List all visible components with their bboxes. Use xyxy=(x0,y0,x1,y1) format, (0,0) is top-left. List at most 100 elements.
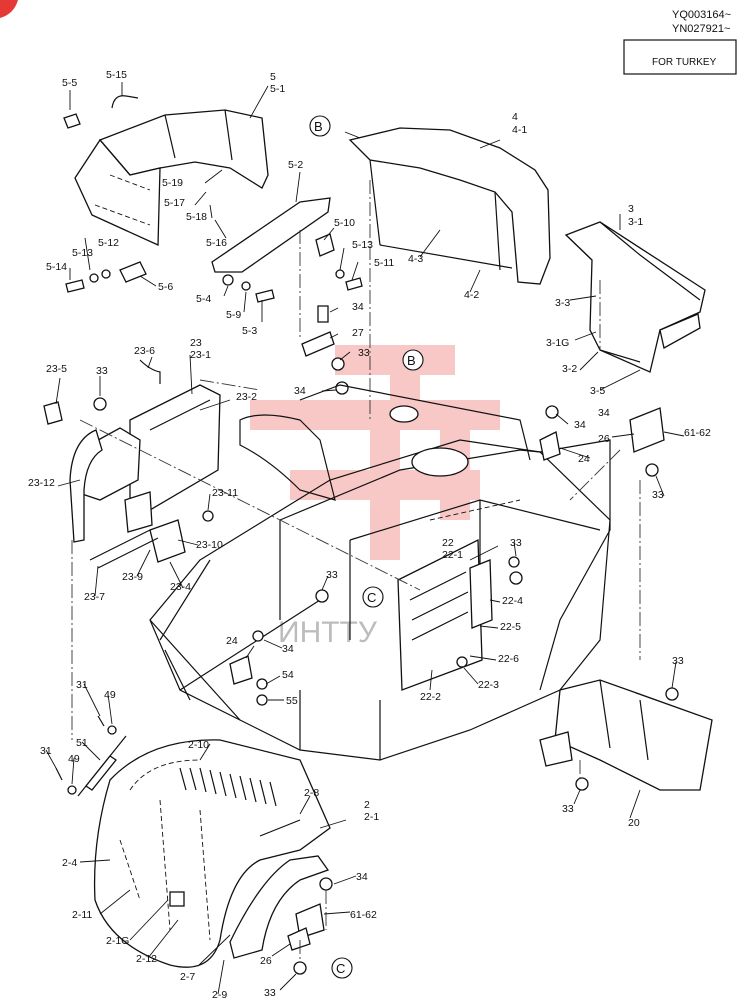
callout-5-5: 5-5 xyxy=(62,77,77,89)
ref-marker-b-mid: B xyxy=(402,349,424,371)
callout-33-c: 33 xyxy=(652,489,664,501)
callout-5-15: 5-15 xyxy=(106,69,127,81)
callout-3-3: 3-3 xyxy=(555,297,570,309)
callout-33-h: 33 xyxy=(264,987,276,999)
callout-34-d: 34 xyxy=(282,643,294,655)
callout-5-14: 5-14 xyxy=(46,261,67,273)
center-lines xyxy=(71,180,641,960)
corner-tab xyxy=(0,0,18,18)
nut-55 xyxy=(256,694,268,706)
callout-20: 20 xyxy=(628,817,640,829)
part-22-plate xyxy=(397,538,523,691)
note-box-text: FOR TURKEY xyxy=(652,57,717,68)
bolt-5-11 xyxy=(345,277,363,291)
svg-text:B: B xyxy=(314,119,323,134)
bolt-33-h xyxy=(293,961,307,975)
callout-23-5: 23-5 xyxy=(46,363,67,375)
callout-33-f: 33 xyxy=(672,655,684,667)
bracket-26-b xyxy=(287,927,311,951)
callout-51: 51 xyxy=(76,737,88,749)
bolt-34-c xyxy=(545,405,559,419)
callout-5-19: 5-19 xyxy=(162,177,183,189)
callout-54: 54 xyxy=(282,669,294,681)
callout-22-1: 22-1 xyxy=(442,549,463,561)
clip-49-b xyxy=(67,785,77,795)
part-4-cover xyxy=(348,127,551,285)
callout-34-b: 34 xyxy=(294,385,306,397)
bolt-54 xyxy=(256,678,268,690)
callout-34-e: 34 xyxy=(356,871,368,883)
svg-text:C: C xyxy=(367,590,376,605)
callout-23-4: 23-4 xyxy=(170,581,191,593)
callout-31-a: 31 xyxy=(76,679,88,691)
callout-26-a: 26 xyxy=(598,433,610,445)
ref-marker-c-mid: C xyxy=(362,586,384,608)
bolt-34-e xyxy=(319,877,333,891)
callout-4-3: 4-3 xyxy=(408,253,423,265)
callout-2-10: 2-10 xyxy=(188,739,209,751)
bolt-33-g xyxy=(575,777,589,791)
callout-3: 3 xyxy=(628,203,634,215)
callout-34-c: 34 xyxy=(574,419,586,431)
clip-23-6 xyxy=(139,359,161,384)
callout-23-10: 23-10 xyxy=(196,539,223,551)
callout-5-13a: 5-13 xyxy=(72,247,93,259)
callout-61-62-b: 61-62 xyxy=(350,909,377,921)
callout-34-c2: 34 xyxy=(598,407,610,419)
clip-49-a xyxy=(107,725,117,735)
ref-marker-b-top: B xyxy=(309,115,331,137)
washer-5-12 xyxy=(101,269,111,279)
callout-5-12: 5-12 xyxy=(98,237,119,249)
gas-spring-51-body xyxy=(85,755,117,791)
callout-22-6: 22-6 xyxy=(498,653,519,665)
callout-5-6: 5-6 xyxy=(158,281,173,293)
callout-5: 5 xyxy=(270,71,276,83)
callout-2-1: 2-1 xyxy=(364,811,379,823)
part-5-cover xyxy=(74,109,269,246)
callout-5-3: 5-3 xyxy=(242,325,257,337)
bolt-33-e xyxy=(315,589,329,603)
washer-5-13b xyxy=(335,269,345,279)
bolt-33-c xyxy=(645,463,659,477)
callout-2-1g: 2-1G xyxy=(106,935,129,947)
bolt-23-11 xyxy=(202,510,214,522)
callout-3-1g: 3-1G xyxy=(546,337,569,349)
callout-3-1: 3-1 xyxy=(628,216,643,228)
bolt-5-14 xyxy=(65,279,85,293)
callout-23-9: 23-9 xyxy=(122,571,143,583)
callout-33-g: 33 xyxy=(562,803,574,815)
part-5-10-clip xyxy=(315,233,335,257)
callout-5-10: 5-10 xyxy=(334,217,355,229)
callout-31-b: 31 xyxy=(40,745,52,757)
callout-2-8: 2-8 xyxy=(304,787,319,799)
washer-5-4 xyxy=(222,274,234,286)
callout-33-e: 33 xyxy=(326,569,338,581)
part-23-panel xyxy=(69,384,221,569)
nut-33-a xyxy=(331,357,345,371)
callout-5-2: 5-2 xyxy=(288,159,303,171)
bolt-33-d xyxy=(508,556,520,568)
callout-23-12: 23-12 xyxy=(28,477,55,489)
callout-22-5: 22-5 xyxy=(500,621,521,633)
bonnet-vents xyxy=(179,767,277,807)
callout-22-3: 22-3 xyxy=(478,679,499,691)
callout-49-a: 49 xyxy=(104,689,116,701)
callout-33-b: 33 xyxy=(96,365,108,377)
bracket-26-a xyxy=(629,407,665,453)
callout-23-7: 23-7 xyxy=(84,591,105,603)
callout-2-11: 2-11 xyxy=(72,909,92,921)
watermark-text: ИНТТУ xyxy=(278,616,378,649)
watermark-logo xyxy=(250,345,500,560)
part-5-2-bracket xyxy=(211,197,331,273)
callout-4-2: 4-2 xyxy=(464,289,479,301)
callout-4-1: 4-1 xyxy=(512,124,527,136)
bolt-33-f xyxy=(665,687,679,701)
callout-5-17: 5-17 xyxy=(164,197,185,209)
part-20-panel xyxy=(539,679,713,791)
callout-5-1: 5-1 xyxy=(270,83,285,95)
washer-5-13a xyxy=(89,273,99,283)
callout-24-b: 24 xyxy=(226,635,238,647)
bracket-24-a xyxy=(539,431,561,461)
callout-27: 27 xyxy=(352,327,364,339)
